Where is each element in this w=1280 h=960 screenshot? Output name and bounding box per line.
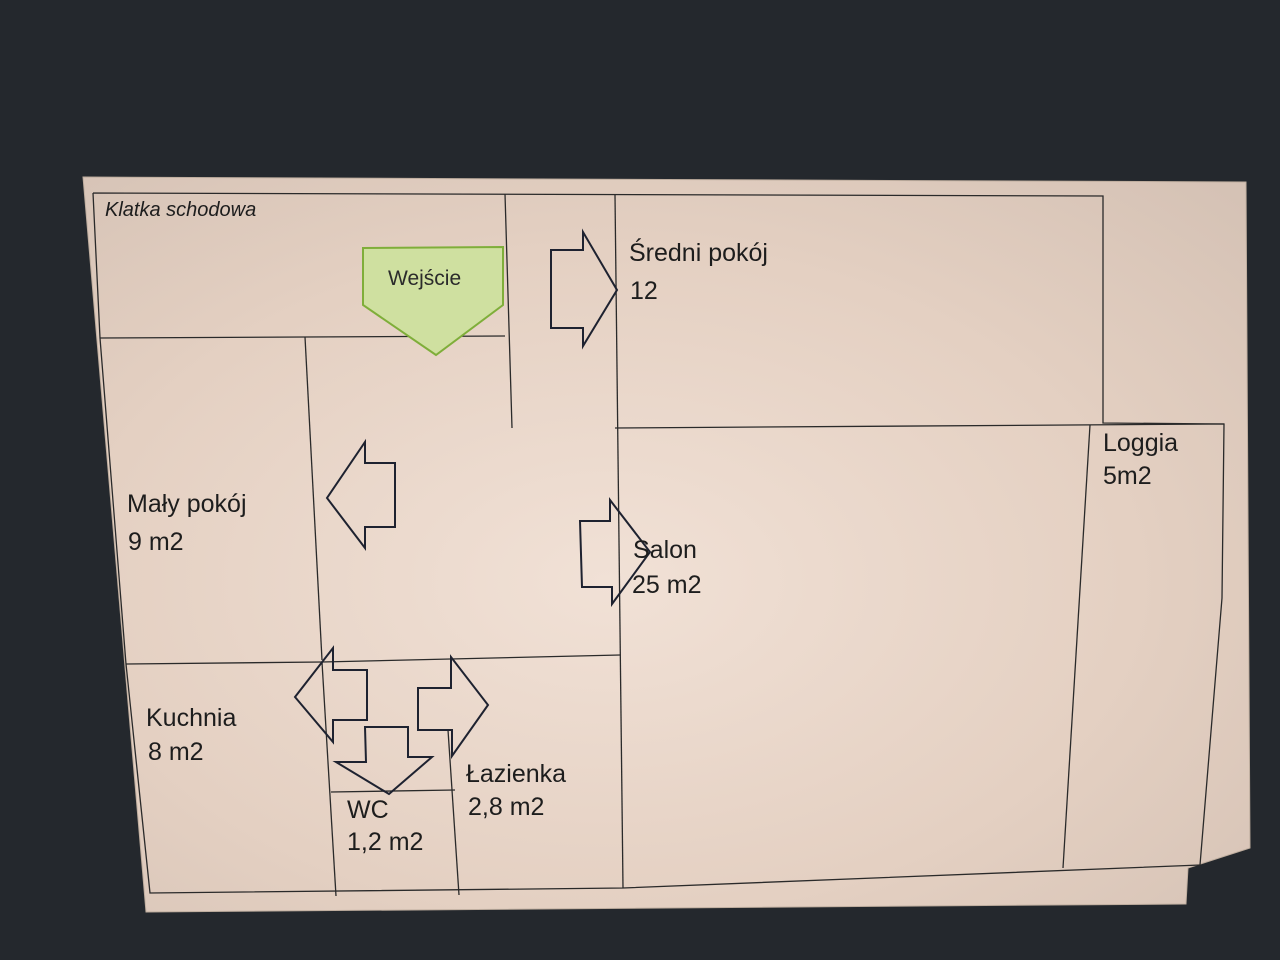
entrance-marker bbox=[362, 245, 504, 357]
kuchnia-wall-right bbox=[321, 661, 337, 897]
loggia-area: 5m2 bbox=[1103, 462, 1152, 490]
loggia-wall bbox=[1062, 424, 1091, 869]
sredni-pokoj-wall bbox=[614, 423, 1225, 429]
corridor-wall-right bbox=[614, 194, 624, 889]
sredni-pokoj-area: 12 bbox=[630, 277, 658, 305]
plan-outer-wall bbox=[92, 192, 1225, 894]
maly-pokoj-area: 9 m2 bbox=[128, 528, 184, 556]
arrow-right-icon bbox=[550, 228, 619, 350]
salon-name: Salon bbox=[633, 536, 697, 564]
corridor-wall-left bbox=[504, 193, 513, 429]
arrow-left-icon bbox=[293, 645, 368, 745]
entrance-label: Wejście bbox=[388, 267, 461, 290]
kuchnia-name: Kuchnia bbox=[146, 704, 236, 732]
maly-pokoj-name: Mały pokój bbox=[127, 490, 247, 518]
kuchnia-area: 8 m2 bbox=[148, 738, 204, 766]
plan-paper bbox=[82, 176, 1251, 913]
wc-name: WC bbox=[347, 796, 389, 824]
maly-pokoj-wall-right bbox=[304, 336, 323, 661]
arrow-right-icon bbox=[578, 497, 652, 608]
wc-wall-right bbox=[447, 729, 460, 896]
loggia-name: Loggia bbox=[1103, 429, 1178, 457]
bathroom-wall-top bbox=[321, 654, 621, 663]
lazienka-name: Łazienka bbox=[466, 760, 566, 788]
lazienka-area: 2,8 m2 bbox=[468, 793, 544, 821]
arrow-right-icon bbox=[417, 654, 490, 760]
salon-area: 25 m2 bbox=[632, 571, 701, 599]
wc-area: 1,2 m2 bbox=[347, 828, 423, 856]
arrow-left-icon bbox=[325, 438, 396, 551]
arrow-down-icon bbox=[332, 726, 435, 796]
sredni-pokoj-name: Średni pokój bbox=[629, 237, 768, 267]
stairwell-label: Klatka schodowa bbox=[105, 199, 256, 221]
kuchnia-wall-top bbox=[125, 661, 323, 665]
